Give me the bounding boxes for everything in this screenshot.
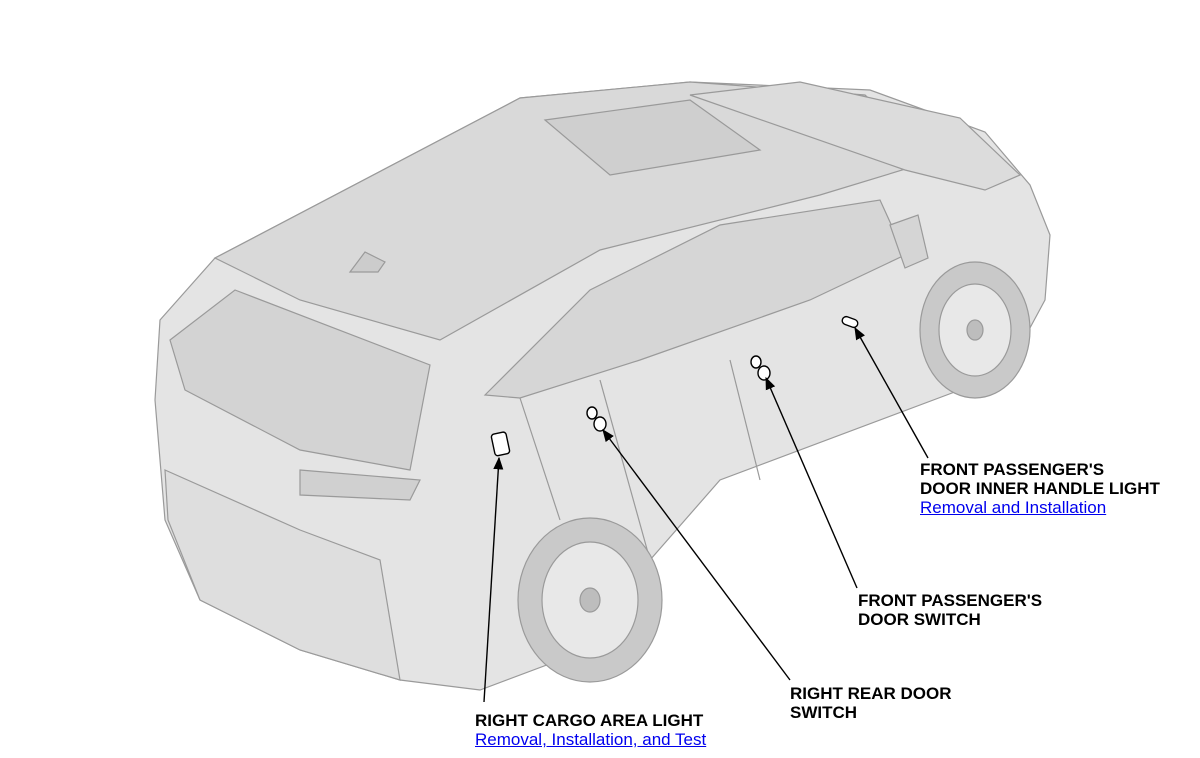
tail-light <box>299 469 421 501</box>
side-mirror <box>889 214 929 269</box>
callout-title: FRONT PASSENGER'S <box>920 460 1105 479</box>
leader-front-door-switch <box>765 376 858 589</box>
sunroof <box>543 99 762 176</box>
rear-window <box>169 289 431 471</box>
callout-title: RIGHT CARGO AREA LIGHT <box>475 711 704 730</box>
callout-title: SWITCH <box>790 703 858 722</box>
leader-lines <box>483 326 929 703</box>
roof-antenna <box>348 251 386 273</box>
callout-rear-door-switch: RIGHT REAR DOOR SWITCH <box>790 684 952 722</box>
component-markers <box>490 315 859 457</box>
leader-rear-door-switch <box>602 428 791 681</box>
rear-door-switch-marker <box>586 406 607 432</box>
rear-wheel <box>517 517 663 683</box>
callout-front-handle-light: FRONT PASSENGER'S DOOR INNER HANDLE LIGH… <box>920 460 1160 518</box>
leader-front-handle-light <box>854 326 929 459</box>
front-wheel <box>919 261 1031 399</box>
door-seams <box>519 359 761 561</box>
hood <box>689 81 1022 191</box>
callout-title: DOOR INNER HANDLE LIGHT <box>920 479 1160 498</box>
cargo-light-marker <box>490 431 511 457</box>
callout-front-door-switch: FRONT PASSENGER'S DOOR SWITCH <box>858 591 1042 629</box>
rear-bumper <box>164 469 401 681</box>
callout-title: RIGHT REAR DOOR <box>790 684 952 703</box>
cargo-light-removal-link[interactable]: Removal, Installation, and Test <box>475 730 707 749</box>
callout-cargo-light: RIGHT CARGO AREA LIGHT Removal, Installa… <box>475 711 706 750</box>
callout-title: DOOR SWITCH <box>858 610 981 629</box>
front-door-switch-marker <box>750 355 771 381</box>
front-handle-light-marker <box>841 315 859 329</box>
leader-cargo-light <box>483 456 504 703</box>
callout-title: FRONT PASSENGER'S <box>858 591 1043 610</box>
front-handle-light-removal-link[interactable]: Removal and Installation <box>920 498 1107 517</box>
vehicle-illustration <box>154 81 1051 691</box>
